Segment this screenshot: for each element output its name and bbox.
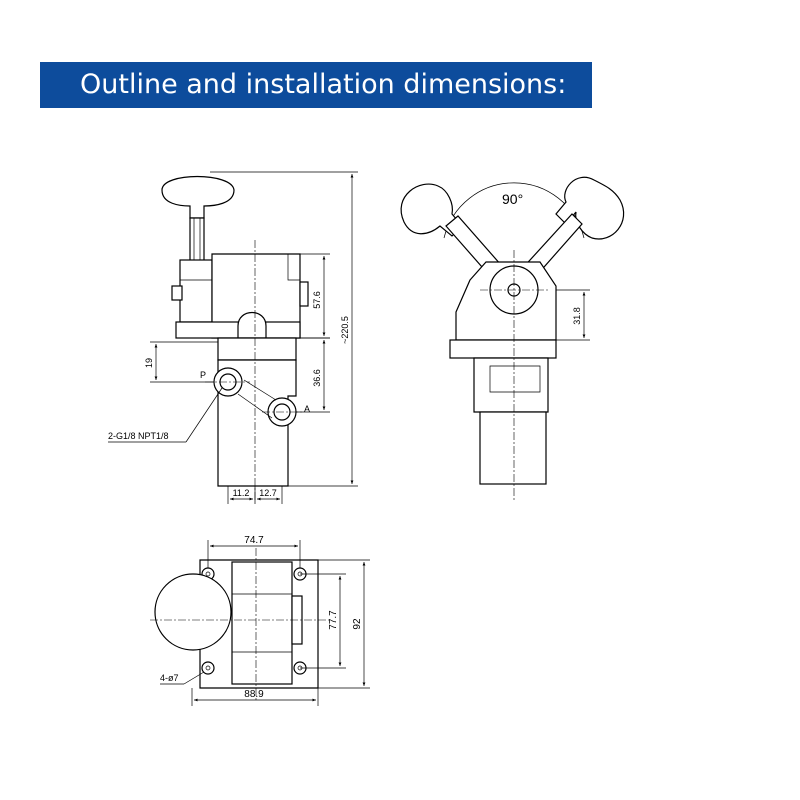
plan-view: 74.7 88.9 77.7 92 4-ø7 <box>150 535 370 706</box>
mount-hole-bl <box>201 661 215 675</box>
side-mid-body <box>473 357 549 413</box>
dim-19: 19 <box>144 358 154 368</box>
dim-88-9: 88.9 <box>244 689 264 700</box>
thread-label: 2-G1/8 NPT1/8 <box>108 431 169 441</box>
side-view: 90° 31.8 <box>400 176 625 500</box>
dim-12-7: 12.7 <box>259 488 277 498</box>
dim-57-6: 57.6 <box>312 291 322 309</box>
angle-label: 90° <box>502 191 523 207</box>
front-view: 57.6 36.6 ~220.5 19 P A 2-G1/8 NPT1/8 11… <box>108 171 358 504</box>
holes-label: 4-ø7 <box>160 673 179 683</box>
side-lower-body <box>479 411 547 485</box>
front-stem <box>189 217 205 265</box>
dim-36-6: 36.6 <box>312 369 322 387</box>
dim-31-8: 31.8 <box>572 307 582 325</box>
dim-77-7: 77.7 <box>328 610 339 630</box>
plan-knob <box>154 573 232 651</box>
label-port-p: P <box>200 370 206 380</box>
section-title-banner: Outline and installation dimensions: <box>40 62 592 108</box>
side-base-plate <box>449 339 557 359</box>
front-mid-block <box>217 337 297 361</box>
front-lever-bracket <box>179 259 213 323</box>
front-knob <box>161 176 235 219</box>
dim-220-5: ~220.5 <box>340 316 350 344</box>
dim-11-2: 11.2 <box>233 488 250 498</box>
dim-92: 92 <box>352 618 363 630</box>
plan-center-block <box>231 561 293 685</box>
front-dome <box>237 311 267 339</box>
dim-74-7: 74.7 <box>244 535 264 546</box>
label-port-a: A <box>304 404 310 414</box>
side-knob-left <box>400 183 463 237</box>
